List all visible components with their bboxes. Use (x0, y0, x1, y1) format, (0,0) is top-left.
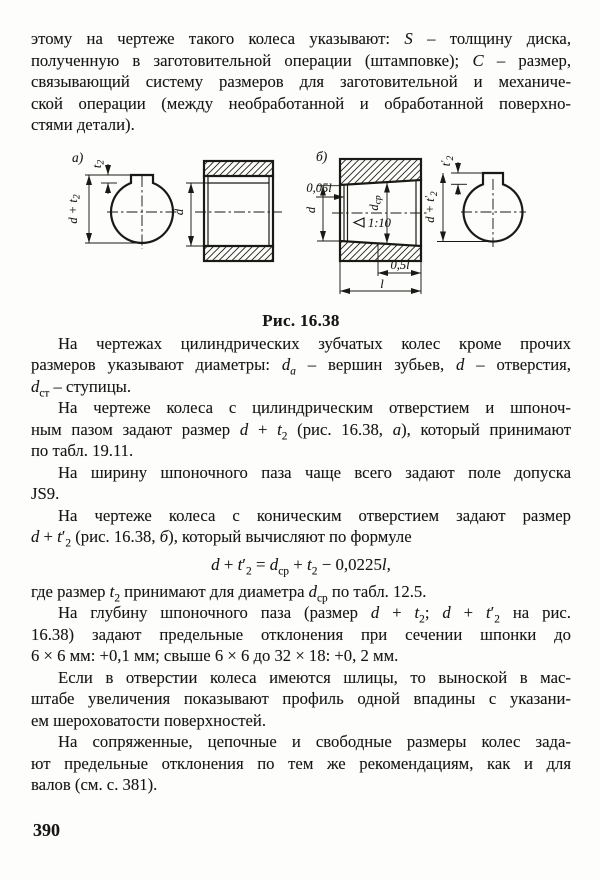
paragraph: На глубину шпоночного паза (размер d + t… (31, 602, 571, 667)
wheel-section-view-a: d (172, 159, 282, 262)
text-block-top: этому на чертеже такого колеса указывают… (31, 28, 571, 136)
text-line: ем шероховатости поверхностей. (31, 710, 267, 730)
formula: d + t′2 = dср + t2 − 0,0225l, (211, 554, 391, 577)
text-line: Если в отверстии колеса имеются шлицы, т… (58, 667, 571, 687)
text-line: На глубину шпоночного паза (размер d + t… (58, 603, 571, 626)
wheel-section-view-b: б) 0,05l d dср (304, 149, 429, 294)
dimension-label-dcp: dср (367, 195, 384, 210)
text-line: штабе увеличения показывают профиль одно… (31, 689, 571, 708)
wheel-front-view-b: t′2 d + t′2 (423, 155, 526, 247)
taper-symbol-icon (352, 216, 365, 228)
wheel-outline (462, 171, 524, 243)
text-line: 6 × 6 мм: +0,1 мм; свыше 6 × 6 до 32 × 1… (31, 646, 399, 665)
dimension-label-d-section-b: d (304, 206, 318, 213)
text-block-bottom: где размер t2 принимают для диаметра dср… (31, 581, 571, 796)
text-line: полученную в заготовительной операции (ш… (31, 50, 571, 70)
paragraph: этому на чертеже такого колеса указывают… (31, 28, 571, 136)
page-content: этому на чертеже такого колеса указывают… (31, 28, 571, 796)
dimension-label-d-plus-t2-prime: d + t′2 (423, 191, 440, 223)
text-line: этому на чертеже такого колеса указывают… (31, 29, 571, 48)
text-line: d + t′2 (рис. 16.38, б), который вычисля… (31, 527, 412, 550)
text-line: где размер t2 принимают для диаметра dср… (31, 581, 427, 604)
paragraph: На сопряженные, цепочные и свободные раз… (31, 731, 571, 796)
part-label-a: а) (72, 150, 84, 165)
dimension-label-005l: 0,05l (306, 181, 332, 195)
paragraph: На чертеже колеса с коническим отверстие… (31, 505, 571, 550)
paragraph: На ширину шпоночного паза чаще всего зад… (31, 462, 571, 505)
dimension-label-d-plus-t2: d + t2 (66, 194, 83, 223)
page-number: 390 (33, 820, 60, 840)
text-line: валов (см. с. 381). (31, 775, 158, 794)
dimension-label-t2-prime: t′2 (439, 155, 456, 166)
paragraph: На чертежах цилиндрических зубчатых коле… (31, 333, 571, 399)
text-line: размеров указывают диаметры: da – вершин… (31, 355, 571, 378)
dimension-label-05l: 0,5l (390, 258, 410, 272)
text-line: ской операции (между необработанной и об… (31, 93, 571, 113)
part-label-b: б) (316, 149, 328, 164)
taper-ratio-label: 1:10 (368, 216, 392, 230)
paragraph: Если в отверстии колеса имеются шлицы, т… (31, 667, 571, 732)
paragraph: На чертеже колеса с цилиндрическим отвер… (31, 397, 571, 462)
text-line: 16.38) задают предельные отклонения при … (31, 624, 571, 644)
text-line: На ширину шпоночного паза чаще всего зад… (58, 462, 571, 482)
dimension-label-t2: t2 (90, 159, 107, 167)
wheel-outline (109, 173, 175, 244)
figure-16-38: а) t2 d + t2 (66, 149, 526, 294)
text-line: по табл. 19.11. (31, 441, 134, 460)
figure-wrap: а) t2 d + t2 (31, 143, 571, 308)
dimension-label-d-section-a: d (172, 208, 186, 215)
text-line: На чертежах цилиндрических зубчатых коле… (58, 333, 571, 353)
paragraph: где размер t2 принимают для диаметра dср… (31, 581, 571, 604)
text-line: На чертеже колеса с цилиндрическим отвер… (58, 398, 571, 417)
text-line: ным пазом задают размер d + t2 (рис. 16.… (31, 419, 571, 442)
text-line: стями детали). (31, 115, 135, 134)
text-block-middle: На чертежах цилиндрических зубчатых коле… (31, 333, 571, 550)
figure-caption: Рис. 16.38 (262, 310, 340, 330)
dimension-label-l: l (380, 277, 384, 291)
wheel-front-view-a: а) t2 d + t2 (66, 150, 177, 249)
text-line: JS9. (31, 484, 60, 503)
text-line: dст – ступицы. (31, 376, 132, 399)
text-line: На чертеже колеса с коническим отверстие… (58, 505, 571, 525)
text-line: ют предельные отклонения по тем же реком… (31, 753, 571, 773)
text-line: На сопряженные, цепочные и свободные раз… (58, 732, 571, 751)
text-line: связывающий систему размеров для заготов… (31, 72, 571, 91)
